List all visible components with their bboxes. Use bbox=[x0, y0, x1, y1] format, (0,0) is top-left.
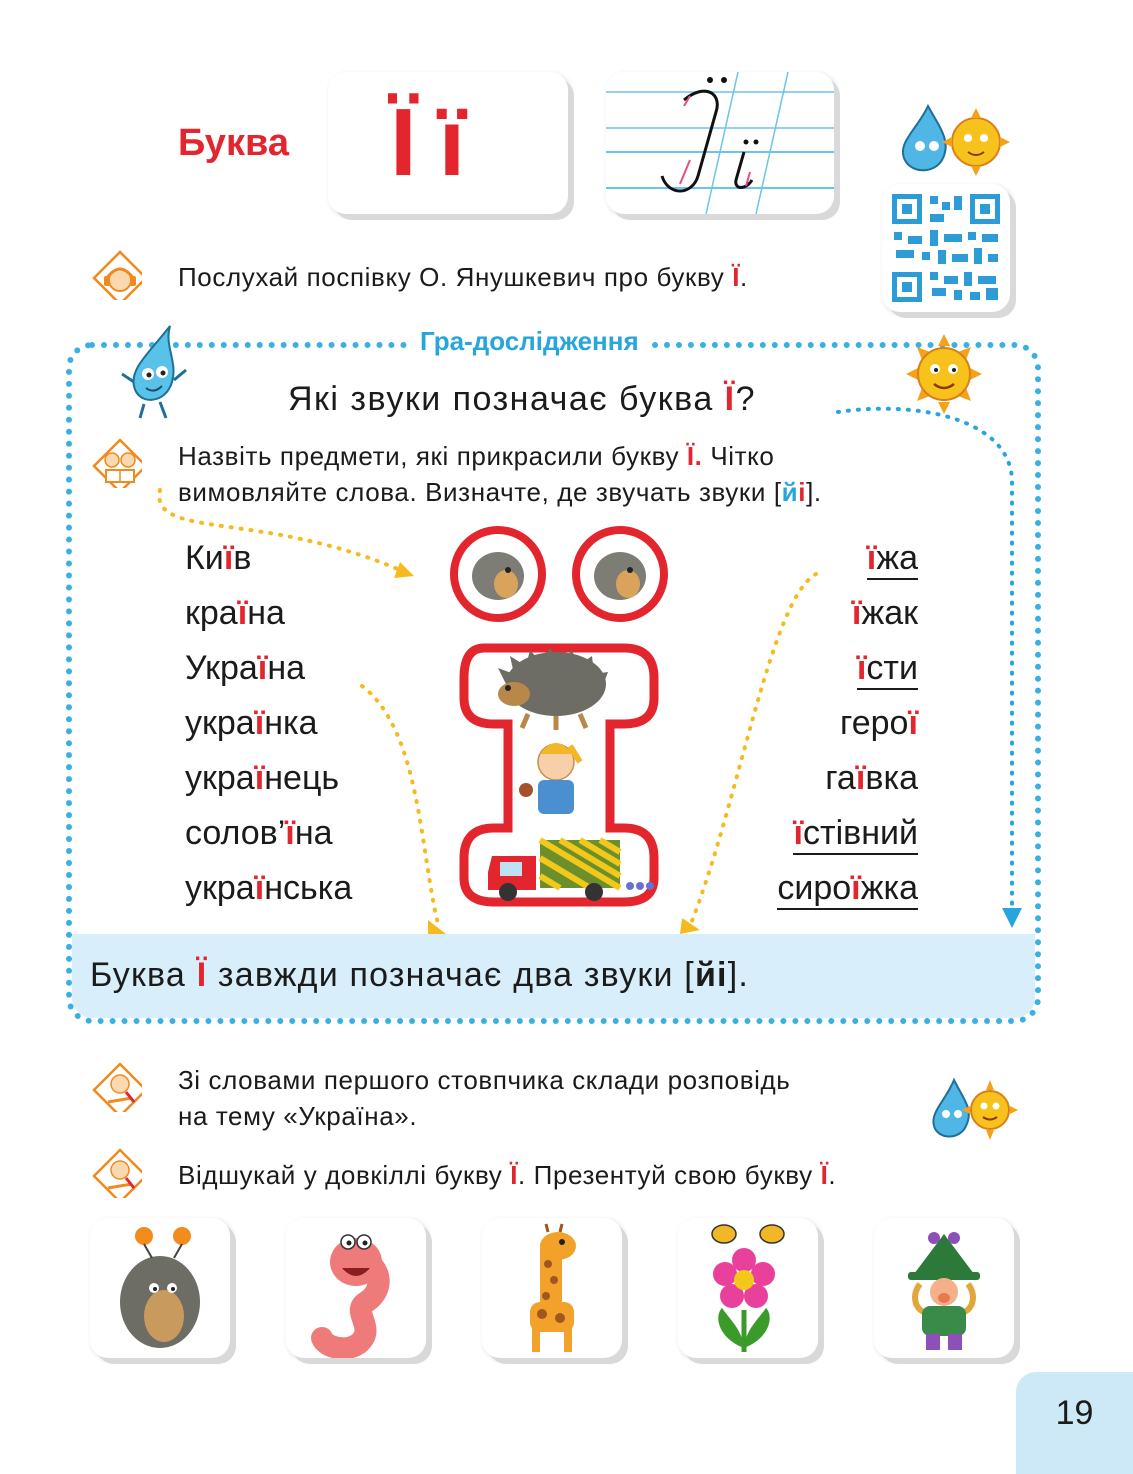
card-flower-with-bees[interactable] bbox=[678, 1218, 818, 1358]
qr-code-card[interactable] bbox=[882, 184, 1010, 312]
hedgehog-character-icon bbox=[120, 1227, 200, 1348]
left-word-2: країна bbox=[185, 594, 285, 632]
handwriting-lines bbox=[606, 72, 834, 214]
drop-and-sun-small-mascots-icon bbox=[932, 1077, 1018, 1140]
gnome-character-icon bbox=[908, 1232, 980, 1350]
left-word-3: Україна bbox=[185, 649, 306, 687]
right-word-7: сироїжка bbox=[777, 868, 918, 910]
left-word-1: Київ bbox=[185, 539, 252, 577]
find-task-text: Відшукай у довкіллі букву Ї. Презентуй с… bbox=[178, 1160, 837, 1190]
qr-code-icon bbox=[892, 194, 1000, 302]
game-instruction: Назвіть предмети, які прикрасили букву Ї… bbox=[178, 441, 822, 507]
game-title: Гра-дослідження bbox=[408, 326, 651, 357]
card-hedgehog[interactable] bbox=[90, 1218, 230, 1358]
right-word-6: їстівний bbox=[793, 813, 918, 855]
left-word-6: солов’їна bbox=[185, 814, 333, 852]
left-word-7: українська bbox=[185, 869, 353, 907]
worm-character-icon bbox=[311, 1234, 390, 1358]
handwritten-letter-card bbox=[606, 72, 834, 214]
page-number: 19 bbox=[1016, 1372, 1133, 1474]
right-word-5: гаївка bbox=[825, 759, 918, 797]
card-giraffe[interactable] bbox=[482, 1218, 622, 1358]
giraffe-character-icon bbox=[530, 1223, 576, 1352]
hedgehog-icon bbox=[472, 552, 524, 600]
writing-child-icon bbox=[92, 1062, 142, 1112]
rule-band bbox=[72, 934, 1035, 1018]
sun-mascot-icon bbox=[906, 334, 982, 414]
drop-and-sun-mascots-icon bbox=[901, 103, 1010, 176]
water-drop-mascot-icon bbox=[121, 325, 187, 419]
left-word-4: українка bbox=[185, 704, 318, 742]
flower-with-bees-icon bbox=[711, 1224, 785, 1352]
card-gnome[interactable] bbox=[874, 1218, 1014, 1358]
right-word-2: їжак bbox=[851, 594, 918, 632]
game-rule: Буква Ї завжди позначає два звуки [йі]. bbox=[90, 956, 749, 994]
story-task-text: Зі словами першого стовпчика склади розп… bbox=[178, 1065, 791, 1131]
printed-letters: Її bbox=[390, 89, 488, 196]
card-worm[interactable] bbox=[286, 1218, 426, 1358]
listen-task-text: Послухай поспівку О. Янушкевич про букву… bbox=[178, 262, 748, 292]
reading-children-icon bbox=[92, 438, 142, 488]
right-word-4: герої bbox=[840, 704, 918, 742]
printed-letter-card: Її bbox=[328, 72, 568, 214]
game-question: Які звуки позначає буква Ї? bbox=[288, 380, 756, 418]
decorated-letter-illustration bbox=[450, 526, 668, 907]
headphones-icon bbox=[92, 250, 142, 300]
right-word-1: їжа bbox=[866, 538, 918, 580]
right-word-3: їсти bbox=[856, 648, 918, 690]
writing-child-icon-2 bbox=[92, 1148, 142, 1198]
letter-title-label: Буква bbox=[178, 122, 289, 164]
left-word-5: українець bbox=[185, 759, 340, 797]
